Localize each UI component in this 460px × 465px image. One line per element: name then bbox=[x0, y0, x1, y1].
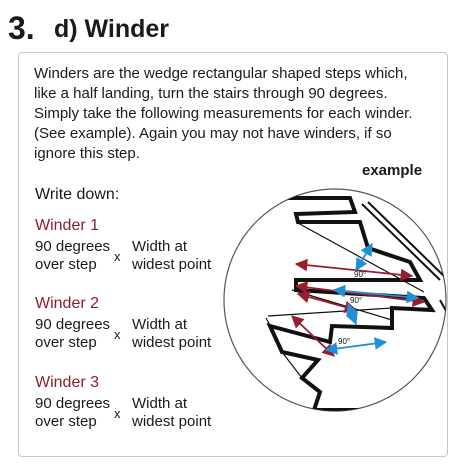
winder-3-width-measure: Width at widest point bbox=[132, 395, 212, 430]
example-label: example bbox=[362, 162, 423, 179]
winder-2-title: Winder 2 bbox=[35, 295, 100, 312]
winder-2-times-sign: x bbox=[114, 327, 121, 342]
angle-arrow bbox=[332, 284, 420, 304]
step-number: 3. bbox=[8, 10, 35, 46]
angle-label: 90° bbox=[350, 296, 362, 305]
winder-2-angle-measure: 90 degrees over step bbox=[35, 316, 111, 351]
handrail-line bbox=[367, 201, 446, 279]
tread-edge bbox=[281, 351, 303, 379]
page-title: d) Winder bbox=[54, 15, 170, 43]
winder-1-title: Winder 1 bbox=[35, 217, 100, 234]
angle-arrow bbox=[355, 242, 373, 272]
angle-label: 90° bbox=[354, 270, 366, 279]
winder-1-times-sign: x bbox=[114, 249, 121, 264]
winder-3-angle-measure: 90 degrees over step bbox=[35, 395, 111, 430]
winder-3-title: Winder 3 bbox=[35, 374, 100, 391]
angle-label: 90° bbox=[338, 337, 350, 346]
winder-1-width-measure: Width at widest point bbox=[132, 238, 212, 273]
width-arrow bbox=[294, 258, 414, 282]
angle-arrow bbox=[345, 302, 359, 326]
stair-outline bbox=[266, 196, 436, 411]
angle-arrow bbox=[324, 337, 388, 355]
tread-edge bbox=[265, 317, 277, 337]
intro-text: Winders are the wedge rectangular shaped… bbox=[34, 65, 413, 162]
winder-1-angle-measure: 90 degrees over step bbox=[35, 238, 111, 273]
tread-edge bbox=[439, 299, 446, 319]
handrail-line bbox=[361, 203, 441, 281]
winder-3-times-sign: x bbox=[114, 406, 121, 421]
winder-2-width-measure: Width at widest point bbox=[132, 316, 212, 351]
write-down-label: Write down: bbox=[35, 186, 120, 203]
